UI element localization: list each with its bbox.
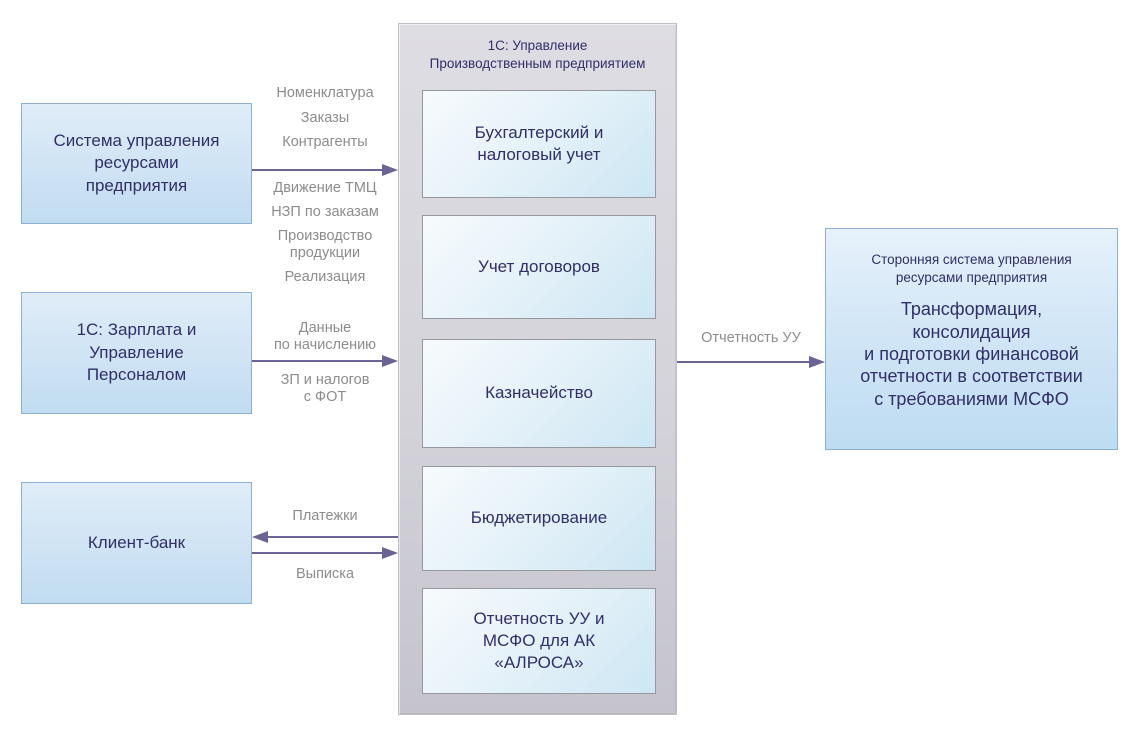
arrow-line	[268, 536, 398, 538]
box-erp-system: Система управления ресурсами предприятия	[21, 103, 252, 224]
container-1c-upp-title: 1С: Управление Производственным предприя…	[429, 38, 646, 72]
arrow-line	[252, 169, 382, 171]
box-external-erp-title: Сторонняя система управления ресурсами п…	[871, 252, 1072, 286]
arrow-head-right-icon	[382, 355, 398, 367]
module-accounting-tax: Бухгалтерский и налоговый учет	[422, 90, 656, 198]
flow-label-orders: Заказы	[300, 110, 350, 126]
flow-label-tmc-movement: Движение ТМЦ	[273, 180, 377, 196]
arrow-head-right-icon	[382, 547, 398, 559]
flow-label-payments: Платежки	[292, 508, 358, 524]
flow-label-uu-reporting: Отчетность УУ	[701, 330, 801, 346]
box-external-erp-body: Трансформация, консолидация и подготовки…	[860, 299, 1083, 409]
arrow-head-right-icon	[382, 164, 398, 176]
arrow-head-right-icon	[809, 356, 825, 368]
container-1c-upp: 1С: Управление Производственным предприя…	[398, 23, 677, 715]
box-1c-zup: 1С: Зарплата и Управление Персоналом	[21, 292, 252, 414]
box-client-bank: Клиент-банк	[21, 482, 252, 604]
flow-label-statement: Выписка	[295, 566, 355, 582]
flow-label-realization: Реализация	[284, 269, 366, 285]
arrow-line	[677, 361, 809, 363]
flow-label-production: Производство продукции	[277, 228, 373, 261]
arrow-line	[252, 360, 382, 362]
module-budgeting: Бюджетирование	[422, 466, 656, 571]
flow-label-nomenclature: Номенклатура	[276, 85, 374, 101]
module-treasury: Казначейство	[422, 339, 656, 448]
flow-label-nzp-orders: НЗП по заказам	[271, 204, 379, 220]
flow-label-counterparties: Контрагенты	[282, 134, 368, 150]
module-reporting-msfo-alrosa: Отчетность УУ и МСФО для АК «АЛРОСА»	[422, 588, 656, 694]
module-contracts: Учет договоров	[422, 215, 656, 319]
flow-label-accrual-data: Данные по начислению	[273, 320, 377, 353]
arrow-head-left-icon	[252, 531, 268, 543]
box-external-erp: Сторонняя система управления ресурсами п…	[825, 228, 1118, 450]
flow-label-salary-taxes: ЗП и налогов с ФОТ	[280, 372, 370, 405]
arrow-line	[252, 552, 382, 554]
